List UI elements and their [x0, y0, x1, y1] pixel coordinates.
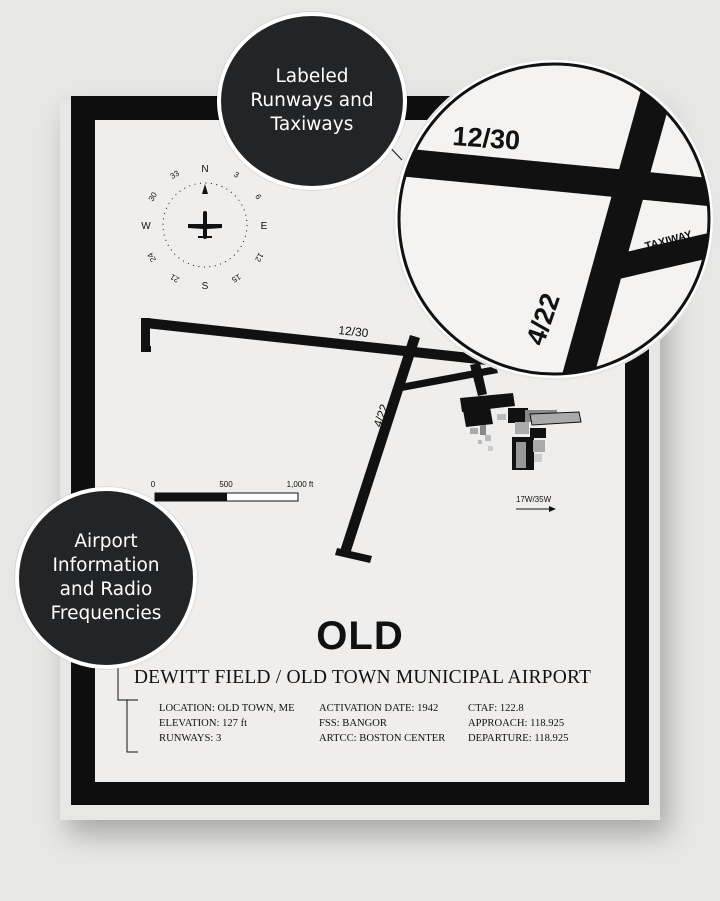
compass-s: S	[202, 281, 209, 292]
info-location: LOCATION: OLD TOWN, ME	[159, 703, 295, 714]
compass-33: 33	[169, 168, 182, 181]
scale-1000: 1,000 ft	[287, 480, 314, 489]
scale-bar: 0 500 1,000 ft	[151, 480, 314, 502]
info-approach: APPROACH: 118.925	[468, 718, 565, 729]
info-column-3: CTAF: 122.8 APPROACH: 118.925 DEPARTURE:…	[468, 701, 568, 746]
info-elevation: ELEVATION: 127 ft	[159, 718, 248, 729]
runway-label-12-30: 12/30	[338, 323, 370, 340]
magnetic-variation-label: 17W/35W	[516, 495, 552, 504]
runway-4-22-end	[335, 548, 372, 563]
info-departure: DEPARTURE: 118.925	[468, 733, 569, 744]
arrow-right-icon	[516, 506, 556, 512]
zoom-magnifier: 12/30 4/22 TAXIWAY	[393, 58, 715, 380]
compass-24: 24	[145, 251, 158, 264]
compass-3: 3	[232, 170, 241, 180]
callout-info-text: Airport Information and Radio Frequencie…	[50, 531, 162, 624]
callout-airport-info: Airport Information and Radio Frequencie…	[15, 487, 197, 669]
info-runways: RUNWAYS: 3	[159, 733, 222, 744]
compass-12: 12	[253, 251, 266, 264]
compass-e: E	[261, 221, 268, 232]
info-column-1: LOCATION: OLD TOWN, ME ELEVATION: 127 ft…	[159, 701, 295, 746]
info-fss: FSS: BANGOR	[319, 718, 388, 729]
info-ctaf: CTAF: 122.8	[468, 703, 524, 714]
zoom-label-12-30: 12/30	[452, 121, 522, 156]
compass-30: 30	[147, 190, 160, 203]
scale-0: 0	[151, 480, 156, 489]
runway-4-22	[340, 335, 420, 554]
compass-6: 6	[253, 193, 263, 202]
compass-15: 15	[230, 272, 243, 285]
airport-name: DEWITT FIELD / OLD TOWN MUNICIPAL AIRPOR…	[133, 667, 592, 688]
callout-runways-taxiways: Labeled Runways and Taxiways	[217, 12, 407, 190]
taxiway-label: TAXIWAY	[427, 375, 454, 385]
compass-n: N	[201, 164, 208, 175]
compass-21: 21	[168, 272, 181, 285]
scale-500: 500	[219, 480, 233, 489]
compass-w: W	[141, 221, 151, 232]
taxiway-link	[470, 363, 487, 396]
info-column-2: ACTIVATION DATE: 1942 FSS: BANGOR ARTCC:…	[319, 701, 445, 746]
apron-buildings	[460, 393, 582, 470]
runways	[141, 318, 498, 563]
north-arrow-icon	[202, 184, 208, 194]
runway-12-30-end	[141, 318, 150, 352]
airplane-icon	[188, 211, 222, 239]
info-artcc: ARTCC: BOSTON CENTER	[319, 733, 446, 744]
callout-runways-text: Labeled Runways and Taxiways	[250, 66, 374, 135]
airport-code: OLD	[316, 614, 404, 658]
compass-rose: N E S W 3 6 12 15 21 24 30 33	[141, 164, 267, 292]
info-activation-date: ACTIVATION DATE: 1942	[319, 703, 439, 714]
